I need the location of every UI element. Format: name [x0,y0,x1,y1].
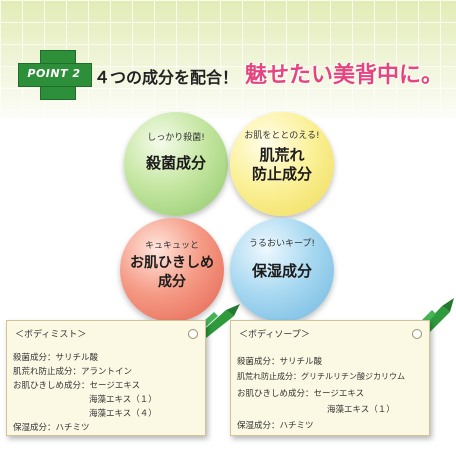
ingredient-circle-skin-care: お肌をととのえる! 肌荒れ 防止成分 [230,112,334,216]
headline-accent: 魅せたい美背中に。 [245,63,444,88]
card-line: 肌荒れ防止成分：グリチルリチン酸ジカリウム [237,372,405,381]
circle-caption: キュキュッと [144,241,199,251]
card-hole [188,329,198,339]
badge-cross-horizontal [18,63,92,87]
circle-caption: お肌をととのえる! [244,131,320,141]
card-line: 保湿成分：ハチミツ [13,423,90,433]
ingredient-card-body-mist: ＜ボディミスト＞ 殺菌成分：サリチル酸 肌荒れ防止成分：アラントイン お肌ひきし… [6,320,206,436]
circle-caption: しっかり殺菌! [147,133,205,143]
circle-caption: うるおいキープ! [248,239,316,249]
card-line: 海藻エキス（４） [89,409,157,419]
circle-title-line2: 防止成分 [251,165,312,183]
ingredient-circle-tightening: キュキュッと お肌ひきしめ 成分 [120,218,224,322]
circle-title-line2: 成分 [158,274,186,290]
card-hole [412,329,422,339]
card-title: ＜ボディソープ＞ [239,330,310,340]
card-title: ＜ボディミスト＞ [15,330,87,340]
circle-title: 殺菌成分 [145,154,206,172]
grid-header-background [0,0,456,118]
ingredient-circle-sterilize: しっかり殺菌! 殺菌成分 [124,112,228,216]
headline: ４つの成分を配合！ [94,68,239,87]
ingredient-card-body-soap: ＜ボディソープ＞ 殺菌成分：サリチル酸 肌荒れ防止成分：グリチルリチン酸ジカリウ… [230,320,430,436]
card-line: 肌荒れ防止成分：アラントイン [13,367,133,377]
card-line: 保湿成分：ハチミツ [237,421,314,431]
circle-title-line1: 肌荒れ [259,146,305,164]
card-line: お肌ひきしめ成分：セージエキス [237,389,365,399]
point-badge: POINT 2 [18,50,92,100]
card-line: お肌ひきしめ成分：セージエキス [13,381,141,391]
circle-title-line1: お肌ひきしめ [130,255,214,271]
card-line: 海藻エキス（１） [327,405,395,415]
card-line: 殺菌成分：サリチル酸 [13,353,99,363]
card-line: 殺菌成分：サリチル酸 [237,357,323,367]
badge-label: POINT 2 [27,67,81,80]
circle-title: 保湿成分 [251,262,312,280]
ingredient-circle-moisture: うるおいキープ! 保湿成分 [230,218,334,322]
card-line: 海藻エキス（１） [89,395,157,405]
